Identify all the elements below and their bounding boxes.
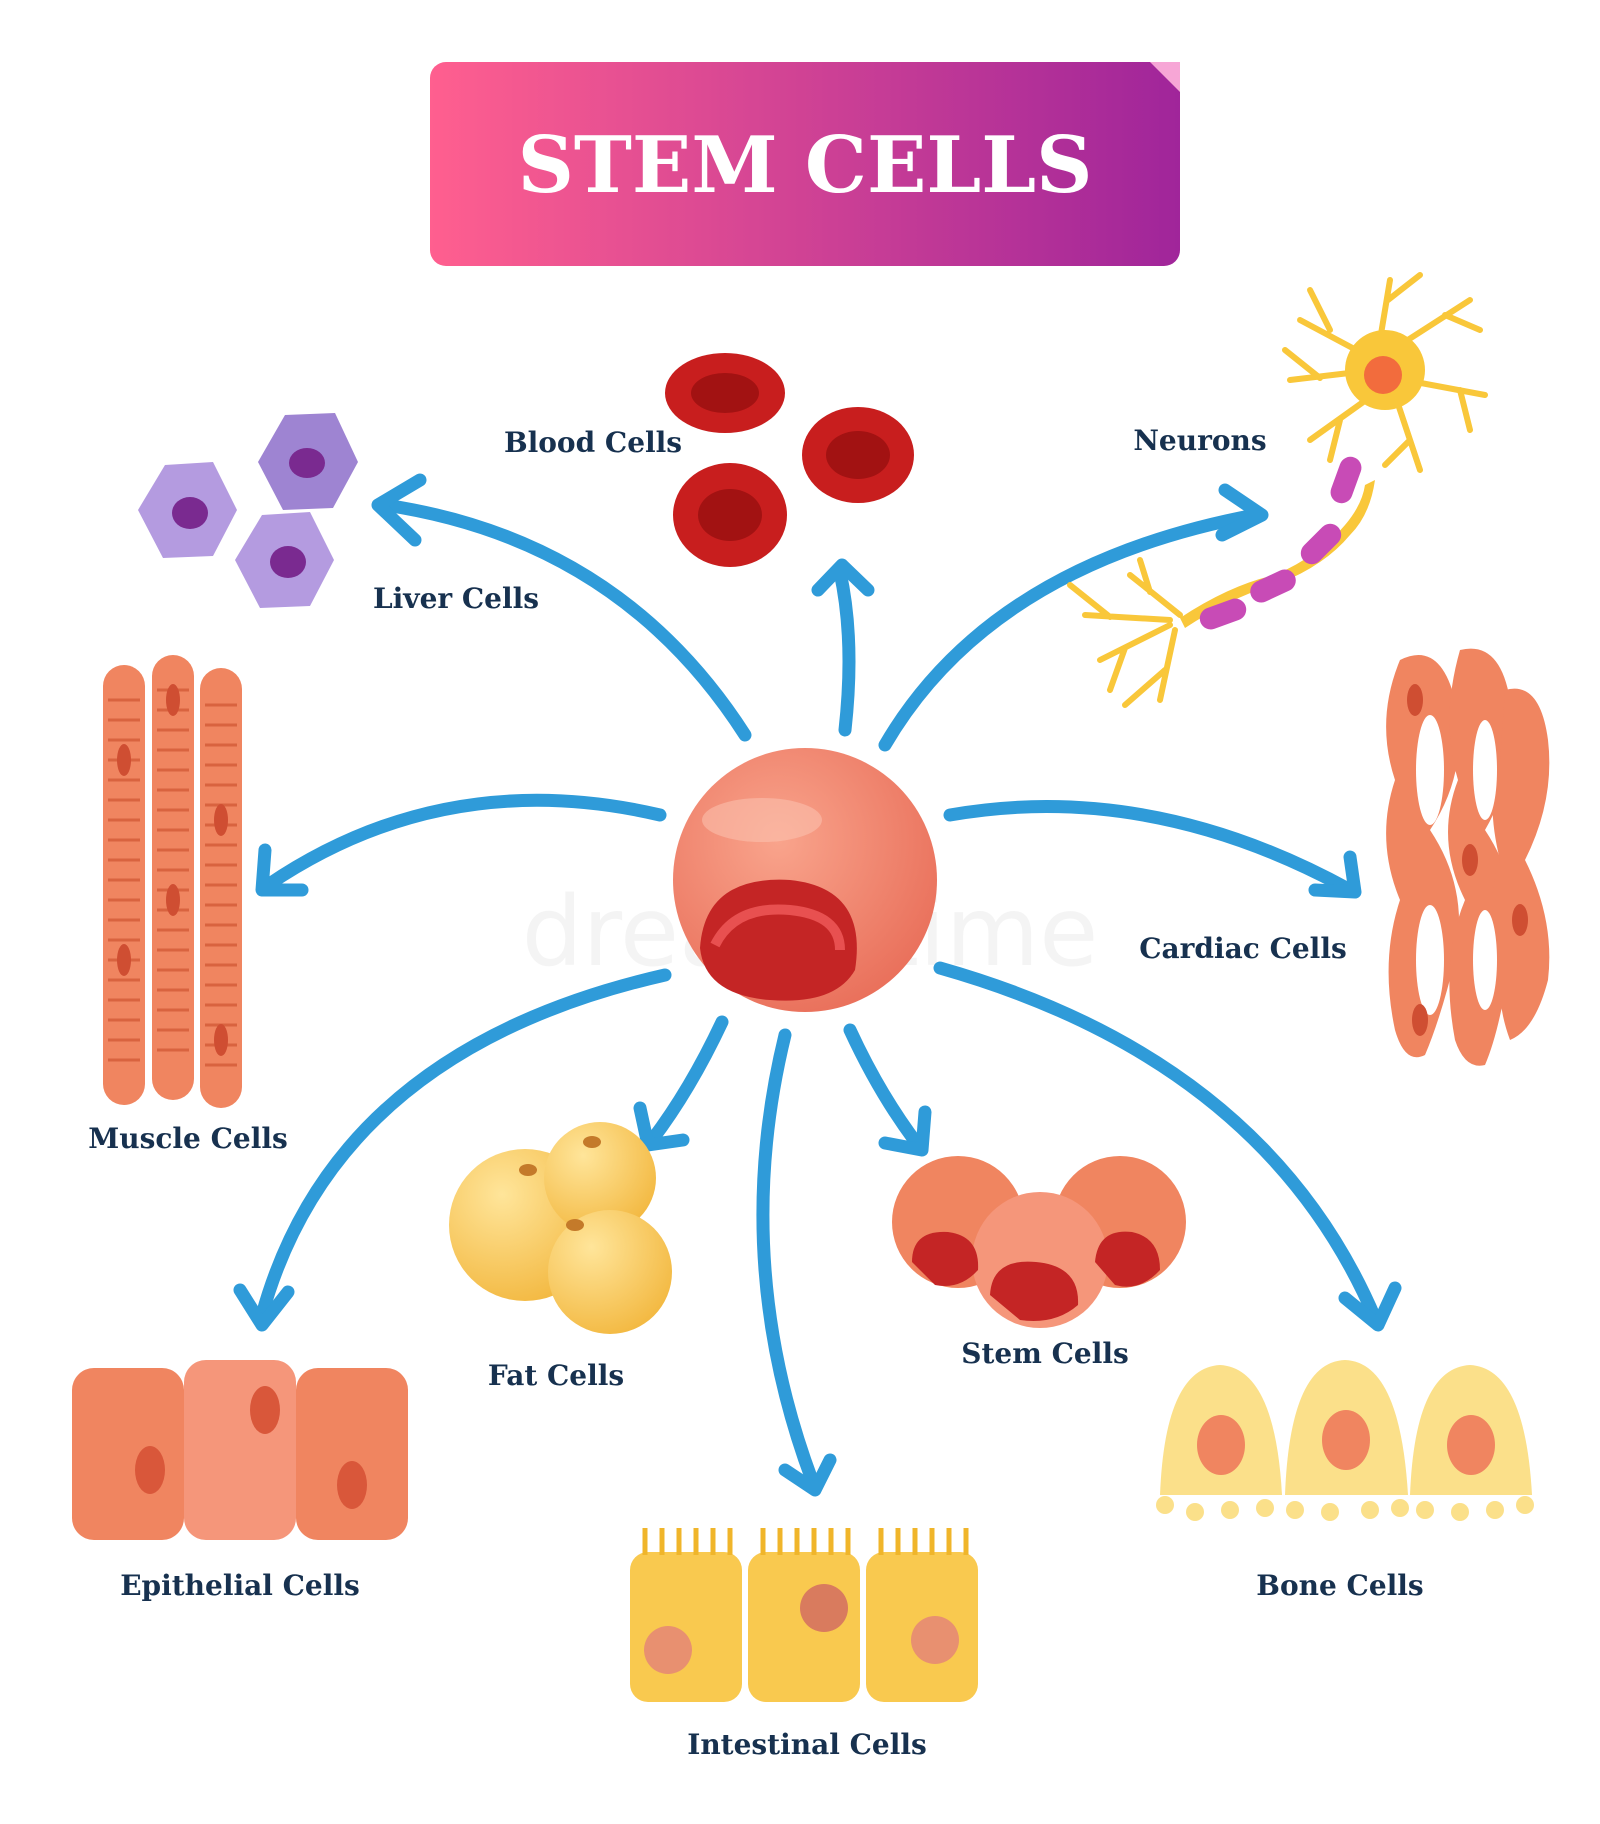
bone-cells-illustration [1156,1360,1534,1521]
label-neurons: Neurons [1133,424,1266,457]
arrow-to-fat [645,1015,729,1147]
muscle-cells-illustration [103,655,242,1108]
label-cardiac-cells: Cardiac Cells [1139,932,1346,965]
label-liver-cells: Liver Cells [373,582,539,615]
arrow-to-intestinal [756,1028,819,1487]
label-blood-cells: Blood Cells [504,426,682,459]
arrow-to-neurons [878,508,1262,752]
blood-cells-illustration [665,353,914,567]
label-muscle-cells: Muscle Cells [88,1122,288,1155]
title: STEM CELLS [518,120,1093,211]
stem-cells-illustration [892,1156,1186,1328]
fat-cells-illustration [449,1122,672,1334]
arrow-to-bone [933,961,1382,1325]
arrow-to-cardiac [943,800,1357,897]
arrow-to-liver [378,498,752,742]
arrow-to-epithelial [255,968,672,1322]
label-fat-cells: Fat Cells [488,1359,624,1392]
liver-cells-illustration [138,413,358,608]
cardiac-cells-illustration [1386,648,1550,1066]
arrow-to-blood [833,565,856,737]
intestinal-cells-illustration [630,1528,978,1702]
label-stem-cells: Stem Cells [961,1337,1128,1370]
label-intestinal-cells: Intestinal Cells [687,1728,927,1761]
neuron-illustration [1067,272,1488,708]
arrow-to-stem [843,1023,925,1152]
epithelial-cells-illustration [72,1360,408,1540]
title-banner: STEM CELLS [430,62,1180,266]
arrows [233,473,1402,1497]
central-stem-cell [673,748,937,1012]
label-bone-cells: Bone Cells [1256,1569,1423,1602]
arrow-to-muscle [261,793,667,892]
label-epithelial-cells: Epithelial Cells [120,1569,360,1602]
